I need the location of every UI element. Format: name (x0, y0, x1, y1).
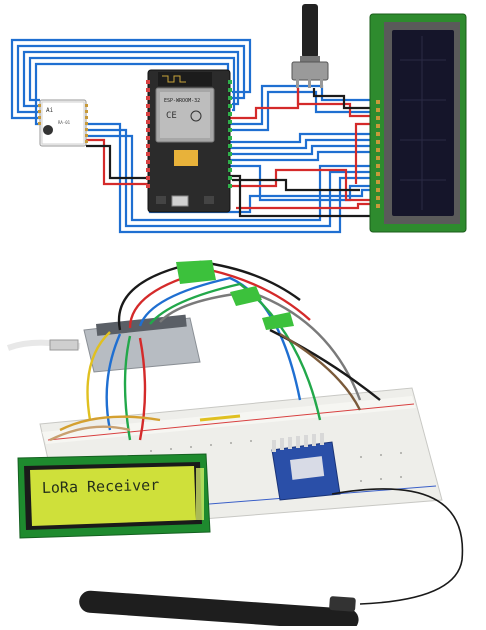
antenna (79, 488, 464, 630)
lcd-module-photo (17, 453, 211, 539)
svg-text:RA-01: RA-01 (58, 120, 71, 125)
lora-module-photo (271, 433, 341, 501)
svg-text:CE: CE (166, 111, 177, 121)
lcd-text: LoRa Receiver (42, 476, 160, 497)
svg-text:ESP-WROOM-32: ESP-WROOM-32 (164, 98, 200, 104)
circuit-photo (6, 252, 480, 630)
potentiometer (291, 4, 329, 88)
esp32-left-pins (146, 80, 150, 188)
green-tape (176, 260, 294, 330)
schematic-diagram: Ai RA-01 ESP-WROOM-32 CE (0, 0, 486, 240)
esp32-right-pins (228, 80, 232, 188)
lcd-display-schematic (369, 13, 467, 233)
lora-module: Ai RA-01 (38, 99, 88, 147)
blue-wires (10, 38, 378, 234)
svg-text:Ai: Ai (46, 107, 54, 114)
esp32-board: ESP-WROOM-32 CE (146, 69, 232, 213)
